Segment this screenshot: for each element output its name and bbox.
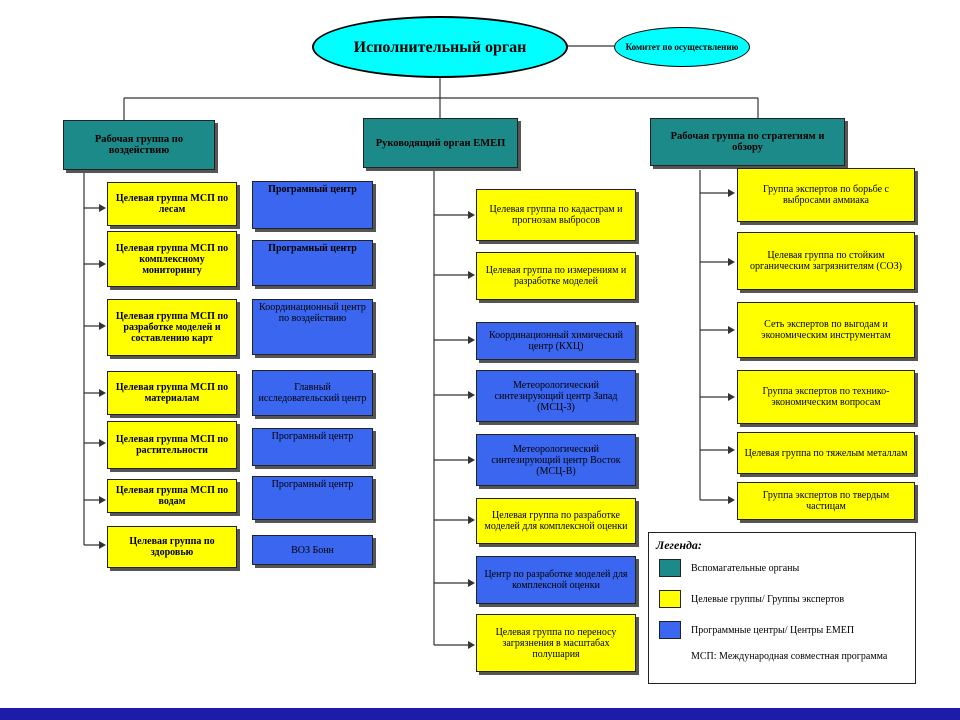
msc-east-label: Метеорологический синтезирующий центр Во… — [491, 443, 621, 477]
legend-note: МСП: Международная совместная программа — [691, 651, 888, 662]
program-center-forests-label: Програмный центр — [268, 184, 357, 195]
tf-heavy-metals: Целевая группа по тяжелым металлам — [737, 432, 915, 474]
chemical-coordinating-centre-label: Координационный химический центр (КХЦ) — [489, 330, 623, 352]
main-research-center: Главный исследовательский центр — [252, 370, 373, 416]
task-force-waters-label: Целевая группа МСП по водам — [115, 485, 229, 507]
legend: Легенда: Вспомагательные органы Целевые … — [648, 532, 916, 684]
header-right-label: Рабочая группа по стратегиям и обзору — [670, 131, 825, 153]
task-force-modelling-mapping-label: Целевая группа МСП по разработке моделей… — [115, 311, 229, 344]
task-force-forests: Целевая группа МСП по лесам — [107, 182, 237, 226]
task-force-modelling-mapping: Целевая группа МСП по разработке моделей… — [107, 299, 237, 356]
executive-body-label: Исполнительный орган — [353, 38, 527, 56]
program-center-waters-label: Програмный центр — [271, 479, 354, 490]
centre-integrated-assessment-modelling-label: Центр по разработке моделей для комплекс… — [484, 569, 628, 591]
expert-group-particulate-matter: Группа экспертов по твердым частицам — [737, 482, 915, 520]
task-force-forests-label: Целевая группа МСП по лесам — [115, 193, 229, 215]
bottom-bar — [0, 708, 960, 720]
program-center-monitoring-label: Програмный центр — [268, 243, 357, 254]
legend-item-auxiliary: Вспомагательные органы — [691, 563, 800, 574]
expert-group-ammonia: Группа экспертов по борьбе с выбросами а… — [737, 168, 915, 222]
coordination-center-effects: Координационный центр по воздействию — [252, 299, 373, 355]
program-center-monitoring: Програмный центр — [252, 240, 373, 286]
tf-measurements-modelling: Целевая группа по измерениям и разработк… — [476, 252, 636, 300]
implementation-committee: Комитет по осуществлению — [614, 27, 750, 67]
committee-label: Комитет по осуществлению — [625, 42, 739, 52]
legend-swatch-blue — [659, 621, 681, 639]
task-force-vegetation: Целевая группа МСП по растительности — [107, 421, 237, 469]
legend-item-task-forces: Целевые группы/ Группы экспертов — [691, 594, 845, 605]
expert-group-ammonia-label: Группа экспертов по борьбе с выбросами а… — [763, 184, 889, 206]
task-force-health: Целевая группа по здоровью — [107, 526, 237, 568]
header-left-label: Рабочая группа по воздействию — [94, 134, 184, 156]
tf-hemispheric-transport: Целевая группа по переносу загрязнения в… — [476, 614, 636, 672]
legend-swatch-teal — [659, 559, 681, 577]
coordination-center-effects-label: Координационный центр по воздействию — [259, 302, 366, 324]
tf-integrated-assessment-modelling-label: Целевая группа по разработке моделей для… — [484, 510, 628, 532]
chemical-coordinating-centre: Координационный химический центр (КХЦ) — [476, 322, 636, 360]
legend-title: Легенда: — [656, 538, 702, 552]
tf-measurements-modelling-label: Целевая группа по измерениям и разработк… — [485, 265, 627, 287]
legend-item-program-centers: Программные центры/ Центры ЕМЕП — [691, 625, 855, 636]
centre-integrated-assessment-modelling: Центр по разработке моделей для комплекс… — [476, 556, 636, 604]
tf-persistent-organic-pollutants: Целевая группа по стойким органическим з… — [737, 232, 915, 290]
task-force-health-label: Целевая группа по здоровью — [129, 536, 215, 558]
expert-group-particulate-matter-label: Группа экспертов по твердым частицам — [762, 490, 890, 512]
program-center-waters: Програмный центр — [252, 476, 373, 520]
task-force-materials-label: Целевая группа МСП по материалам — [115, 382, 229, 404]
expert-group-techno-economic-label: Группа экспертов по технико-экономически… — [762, 386, 890, 408]
task-force-integrated-monitoring-label: Целевая группа МСП по комплексному монит… — [115, 242, 229, 276]
network-benefits-economic: Сеть экспертов по выгодам и экономически… — [737, 302, 915, 358]
tf-heavy-metals-label: Целевая группа по тяжелым металлам — [744, 447, 908, 459]
working-group-effects: Рабочая группа по воздействию — [63, 120, 215, 170]
working-group-strategies: Рабочая группа по стратегиям и обзору — [650, 118, 845, 166]
program-center-vegetation: Програмный центр — [252, 428, 373, 466]
who-bonn-label: ВОЗ Бонн — [291, 544, 334, 556]
task-force-materials: Целевая группа МСП по материалам — [107, 371, 237, 415]
legend-swatch-yellow — [659, 590, 681, 608]
emep-steering-body: Руководящий орган ЕМЕП — [363, 118, 518, 168]
tf-integrated-assessment-modelling: Целевая группа по разработке моделей для… — [476, 498, 636, 544]
tf-persistent-organic-pollutants-label: Целевая группа по стойким органическим з… — [750, 250, 902, 272]
who-bonn: ВОЗ Бонн — [252, 535, 373, 565]
expert-group-techno-economic: Группа экспертов по технико-экономически… — [737, 370, 915, 424]
header-center-label: Руководящий орган ЕМЕП — [375, 137, 506, 149]
task-force-vegetation-label: Целевая группа МСП по растительности — [115, 434, 229, 456]
tf-hemispheric-transport-label: Целевая группа по переносу загрязнения в… — [495, 626, 617, 660]
msc-west: Метеорологический синтезирующий центр За… — [476, 370, 636, 422]
program-center-vegetation-label: Програмный центр — [271, 431, 354, 442]
msc-east: Метеорологический синтезирующий центр Во… — [476, 434, 636, 486]
main-research-center-label: Главный исследовательский центр — [258, 382, 367, 404]
tf-emission-inventories-label: Целевая группа по кадастрам и прогнозам … — [489, 204, 623, 226]
executive-body: Исполнительный орган — [312, 16, 568, 78]
tf-emission-inventories: Целевая группа по кадастрам и прогнозам … — [476, 189, 636, 241]
msc-west-label: Метеорологический синтезирующий центр За… — [494, 379, 618, 413]
task-force-waters: Целевая группа МСП по водам — [107, 479, 237, 513]
task-force-integrated-monitoring: Целевая группа МСП по комплексному монит… — [107, 231, 237, 287]
program-center-forests: Програмный центр — [252, 181, 373, 229]
network-benefits-economic-label: Сеть экспертов по выгодам и экономически… — [761, 319, 891, 341]
